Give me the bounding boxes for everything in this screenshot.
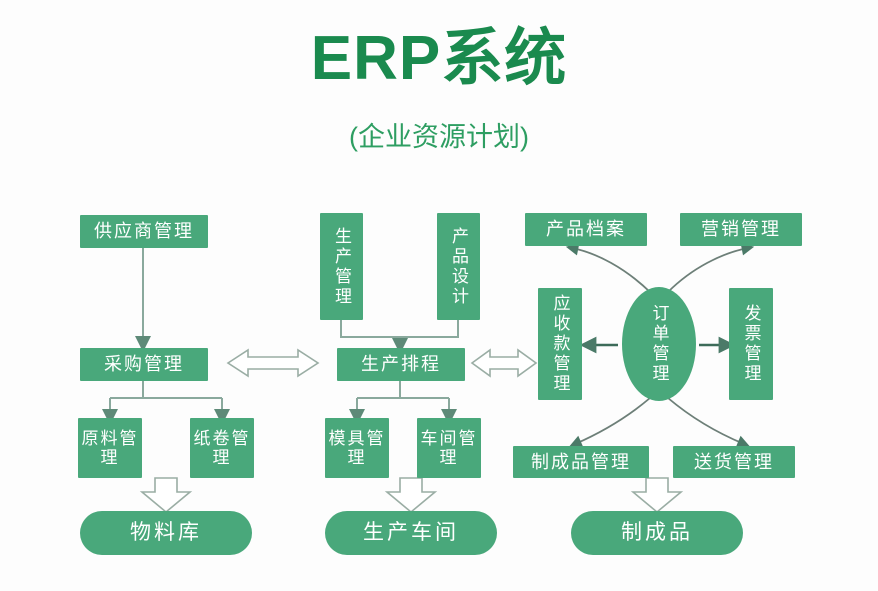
node-label: 生产排程 (361, 354, 441, 375)
hollow-arrow-to-material-warehouse (139, 477, 193, 514)
node-label: 制成品管理 (531, 451, 631, 472)
node-mold-management[interactable]: 模具管理 (325, 418, 389, 478)
node-receivables-management[interactable]: 应收款管理 (538, 288, 582, 400)
node-label: 送货管理 (694, 451, 774, 472)
node-raw-material-management[interactable]: 原料管理 (78, 418, 142, 478)
node-workshop-management[interactable]: 车间管理 (417, 418, 481, 478)
node-marketing-management[interactable]: 营销管理 (680, 213, 802, 246)
node-label: 营销管理 (701, 219, 781, 240)
node-label: 发票管理 (741, 304, 761, 384)
node-label: 纸卷管理 (193, 428, 251, 467)
hollow-biarrow-purchasing-scheduling (226, 348, 320, 378)
node-delivery-management[interactable]: 送货管理 (673, 446, 795, 478)
node-label: 供应商管理 (94, 221, 194, 242)
page-title: ERP系统 (310, 24, 568, 93)
hollow-biarrow-scheduling-receivables (470, 348, 538, 378)
node-label: 生产车间 (363, 521, 459, 545)
node-label: 模具管理 (328, 428, 386, 467)
hollow-arrow-to-production-workshop (384, 477, 438, 514)
wire-order-to-product-archive (565, 243, 651, 293)
node-finished-goods[interactable]: 制成品 (571, 511, 743, 555)
node-label: 应收款管理 (550, 294, 570, 394)
wire-scheduling-branch (356, 381, 450, 413)
node-product-archive[interactable]: 产品档案 (525, 213, 647, 246)
node-order-management[interactable]: 订单管理 (622, 287, 696, 401)
wire-order-to-delivery (667, 397, 750, 448)
node-label: 制成品 (621, 521, 693, 545)
node-production-workshop[interactable]: 生产车间 (325, 511, 497, 555)
node-label: 产品设计 (449, 226, 469, 307)
node-invoice-management[interactable]: 发票管理 (729, 288, 773, 400)
node-label: 原料管理 (81, 428, 139, 467)
node-paper-roll-management[interactable]: 纸卷管理 (190, 418, 254, 478)
node-label: 车间管理 (420, 428, 478, 467)
wire-purchasing-branch (109, 381, 223, 415)
wire-order-to-marketing (667, 243, 755, 293)
wire-order-to-finished-goods-mgmt (569, 397, 651, 448)
hollow-arrow-to-finished-goods (630, 477, 684, 514)
node-material-warehouse[interactable]: 物料库 (80, 511, 252, 555)
node-product-design[interactable]: 产品设计 (437, 213, 480, 320)
node-label: 订单管理 (649, 304, 669, 384)
node-label: 采购管理 (104, 354, 184, 375)
node-label: 物料库 (130, 521, 202, 545)
node-purchasing-management[interactable]: 采购管理 (80, 348, 208, 381)
node-production-scheduling[interactable]: 生产排程 (337, 348, 465, 381)
node-label: 生产管理 (332, 226, 352, 307)
node-finished-goods-management[interactable]: 制成品管理 (513, 446, 649, 478)
page-subtitle: (企业资源计划) (349, 122, 529, 152)
node-production-management[interactable]: 生产管理 (320, 213, 363, 320)
node-supplier-management[interactable]: 供应商管理 (80, 215, 208, 248)
node-label: 产品档案 (546, 219, 626, 240)
